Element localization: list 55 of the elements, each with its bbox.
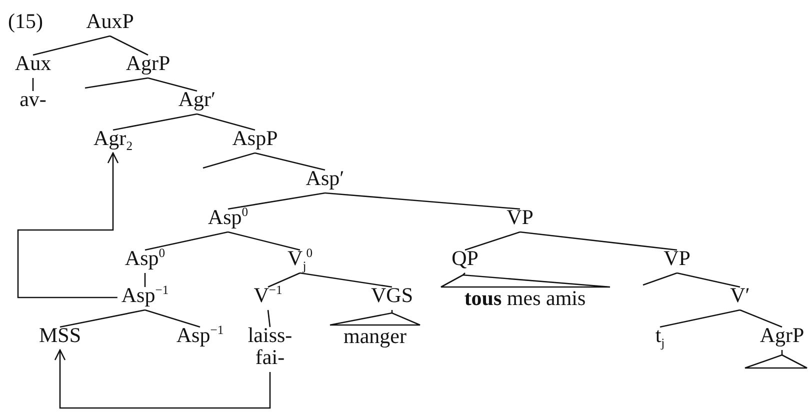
tree-node-label: V$^{−1}$ [254, 284, 282, 311]
tree-node-label: Asp$^{−1}$ [121, 284, 169, 311]
tree-branch [268, 272, 300, 288]
tree-node-label: Asp$^{−1}$ [176, 324, 224, 351]
tree-node-label: AspP [232, 127, 278, 154]
tree-branch [144, 231, 228, 251]
tree-branch [267, 310, 271, 328]
tree-branch [32, 78, 34, 91]
phrase-text: tous mes amis [463, 288, 587, 308]
tree-node-label: Asp$^{0}$ [124, 247, 166, 274]
tree-node-label: Agr′ [178, 88, 216, 115]
tree-node-label: MSS [38, 324, 82, 351]
tree-branch [324, 192, 520, 210]
tree-branch [660, 309, 740, 328]
tree-branch [148, 77, 198, 92]
tree-node-label: AuxP [86, 10, 134, 37]
tree-branch [110, 35, 148, 56]
tree-node-label: Asp′ [306, 167, 344, 194]
tree-branch [391, 310, 393, 313]
tree-branch [32, 35, 110, 56]
tree-branch [740, 309, 782, 328]
tree-node-label: V′ [730, 284, 750, 311]
tree-node-label: laiss- fai- [247, 324, 293, 373]
tree-node-label: AgrP [126, 52, 170, 79]
tree-branch [228, 231, 300, 251]
tree-branch [520, 231, 678, 251]
example-number: (15) [8, 10, 43, 32]
tree-node-label: Asp$^{0}$ [208, 206, 248, 233]
tree-node-label: QP [452, 247, 478, 274]
movement-arrow [17, 152, 119, 298]
tree-branch [84, 77, 148, 89]
tree-node-label: VP [664, 247, 690, 274]
tree-node-label: t$_{j}$ [655, 324, 665, 351]
tree-node-label: Agr$_{2}$ [94, 127, 132, 154]
tree-branch [676, 272, 740, 288]
tree-branch [60, 309, 146, 328]
tree-branch [462, 272, 466, 276]
tree-node-label: AgrP [760, 324, 804, 351]
tree-branch [112, 113, 198, 131]
tree-node-label: VGS [371, 284, 413, 311]
tree-branch [144, 309, 200, 328]
tree-branch [196, 113, 256, 131]
tree-node-label: av- [20, 88, 46, 115]
tree-branch [254, 152, 326, 171]
tree-branch [300, 272, 392, 288]
tree-branch [228, 192, 326, 210]
phrase-text: manger [342, 326, 408, 346]
tree-branch [144, 273, 146, 287]
tree-branch [464, 231, 520, 251]
tree-branch [202, 152, 256, 169]
movement-arrow [54, 349, 271, 409]
tree-node-label: Aux [14, 52, 52, 79]
tree-node-label: VP [506, 206, 534, 233]
tree-branch [781, 350, 783, 355]
tree-branch [642, 272, 678, 286]
